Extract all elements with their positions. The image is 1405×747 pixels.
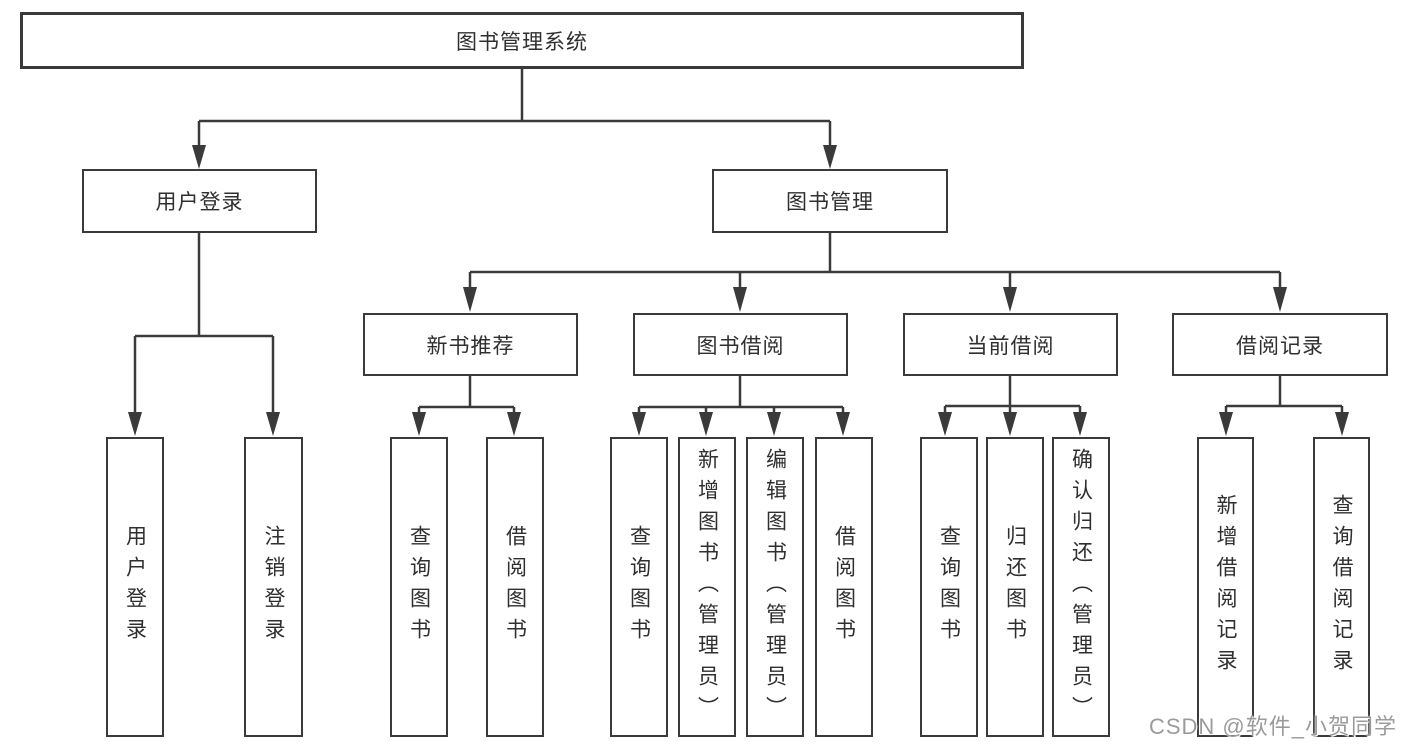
- leaf-return-book-label: 归还图书: [1003, 525, 1027, 649]
- leaf-logout: 注销登录: [244, 437, 303, 737]
- node-book-management: 图书管理: [712, 169, 948, 233]
- node-new-book-recommend-label: 新书推荐: [426, 334, 515, 358]
- node-book-borrow: 图书借阅: [633, 313, 848, 376]
- leaf-add-borrow-record: 新增借阅记录: [1197, 437, 1254, 737]
- leaf-query-books-recommend-label: 查询图书: [407, 525, 431, 649]
- leaf-borrow-books-recommend: 借阅图书: [486, 437, 544, 737]
- leaf-query-books-current-label: 查询图书: [937, 525, 961, 649]
- leaf-borrow-books-label: 借阅图书: [832, 525, 856, 649]
- leaf-borrow-books-recommend-label: 借阅图书: [503, 525, 527, 649]
- node-book-management-label: 图书管理: [786, 191, 874, 214]
- leaf-confirm-return-admin-label: 确认归还（管理员）: [1069, 447, 1093, 727]
- node-borrow-records-label: 借阅记录: [1236, 334, 1324, 358]
- node-root: 图书管理系统: [20, 12, 1024, 69]
- node-root-label: 图书管理系统: [456, 30, 588, 54]
- leaf-add-book-admin-label: 新增图书（管理员）: [695, 447, 719, 727]
- leaf-add-borrow-record-label: 新增借阅记录: [1214, 494, 1237, 680]
- leaf-query-books-borrow: 查询图书: [610, 437, 668, 737]
- node-user-login-label: 用户登录: [155, 191, 244, 214]
- node-current-borrow: 当前借阅: [903, 313, 1118, 376]
- leaf-query-books-borrow-label: 查询图书: [627, 525, 651, 649]
- node-user-login: 用户登录: [82, 169, 317, 233]
- node-current-borrow-label: 当前借阅: [966, 334, 1055, 358]
- leaf-edit-book-admin: 编辑图书（管理员）: [746, 437, 804, 737]
- leaf-query-borrow-record: 查询借阅记录: [1313, 437, 1370, 737]
- leaf-query-books-recommend: 查询图书: [390, 437, 448, 737]
- node-new-book-recommend: 新书推荐: [363, 313, 578, 376]
- leaf-user-login-label: 用户登录: [123, 525, 147, 649]
- leaf-return-book: 归还图书: [986, 437, 1044, 737]
- node-book-borrow-label: 图书借阅: [696, 334, 785, 358]
- node-borrow-records: 借阅记录: [1172, 313, 1388, 376]
- leaf-user-login: 用户登录: [106, 437, 164, 737]
- leaf-edit-book-admin-label: 编辑图书（管理员）: [763, 447, 787, 727]
- leaf-confirm-return-admin: 确认归还（管理员）: [1052, 437, 1110, 737]
- leaf-logout-label: 注销登录: [262, 525, 285, 649]
- leaf-borrow-books: 借阅图书: [815, 437, 873, 737]
- leaf-query-borrow-record-label: 查询借阅记录: [1330, 494, 1353, 680]
- leaf-query-books-current: 查询图书: [920, 437, 978, 737]
- leaf-add-book-admin: 新增图书（管理员）: [678, 437, 736, 737]
